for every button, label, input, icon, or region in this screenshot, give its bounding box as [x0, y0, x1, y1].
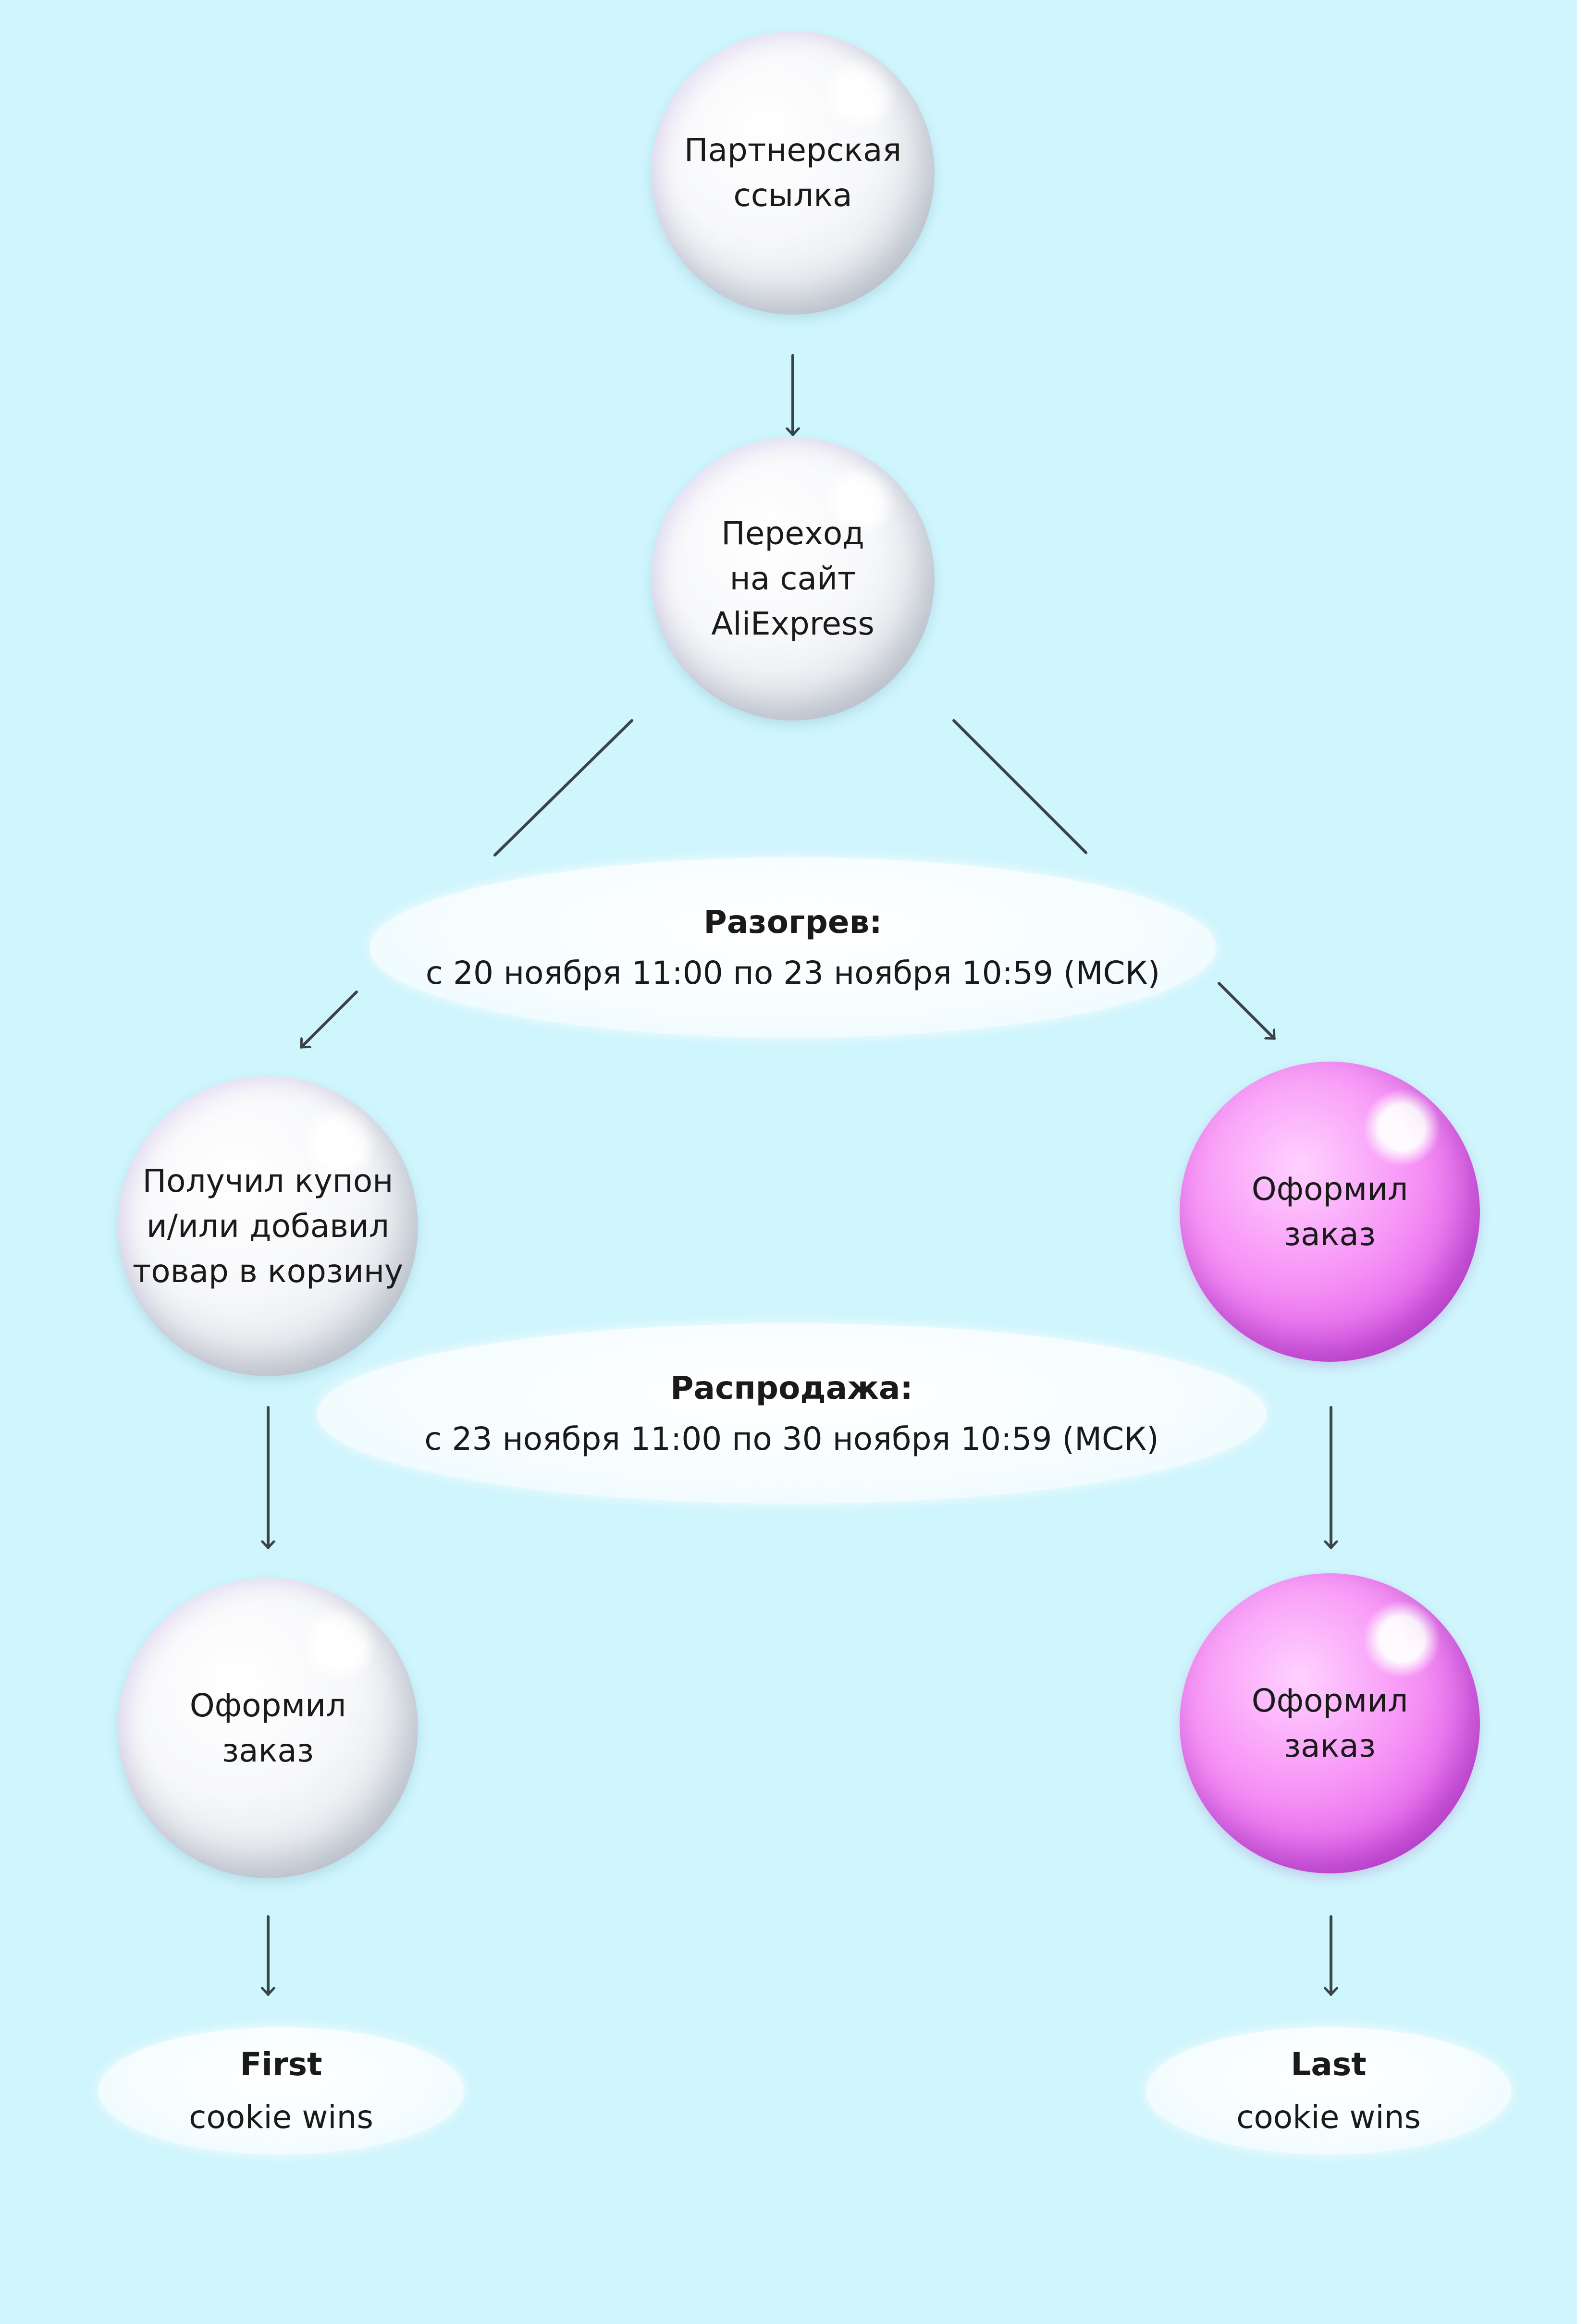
phase-warmup-dates: с 20 ноября 11:00 по 23 ноября 10:59 (МС… — [425, 954, 1160, 991]
arrow-warmup-to-order-right — [1218, 982, 1276, 1040]
node-got-coupon-label: Получил купон и/или добавил товар в корз… — [132, 1162, 404, 1290]
phase-sale: Распродажа: с 23 ноября 11:00 по 30 нояб… — [317, 1323, 1266, 1504]
outcome-first-text: cookie wins — [189, 2098, 373, 2136]
outcome-first-title: First — [240, 2045, 322, 2083]
line-visit-to-warmup-right — [952, 719, 1087, 854]
outcome-first: First cookie wins — [99, 2027, 464, 2154]
outcome-last: Last cookie wins — [1146, 2027, 1511, 2154]
line-visit-to-warmup-left — [493, 719, 633, 856]
arrow-warmup-to-coupon — [300, 991, 358, 1049]
node-partner-link-label: Партнерская ссылка — [684, 132, 902, 214]
node-order-right-bottom-label: Оформил заказ — [1251, 1682, 1408, 1764]
node-order-right-bottom: Оформил заказ — [1180, 1573, 1480, 1873]
outcome-last-title: Last — [1291, 2045, 1367, 2083]
node-order-left-label: Оформил заказ — [189, 1687, 346, 1769]
node-order-right-top-label: Оформил заказ — [1251, 1170, 1408, 1253]
node-visit-site: Переход на сайт AliExpress — [651, 437, 935, 721]
phase-sale-title: Распродажа: — [670, 1369, 913, 1407]
node-got-coupon: Получил купон и/или добавил товар в корз… — [118, 1076, 418, 1376]
phase-warmup: Разогрев: с 20 ноября 11:00 по 23 ноября… — [370, 857, 1216, 1038]
phase-warmup-title: Разогрев: — [703, 903, 882, 941]
phase-sale-dates: с 23 ноября 11:00 по 30 ноября 10:59 (МС… — [424, 1420, 1159, 1457]
node-visit-site-label: Переход на сайт AliExpress — [711, 515, 875, 642]
node-partner-link: Партнерская ссылка — [651, 31, 935, 315]
node-order-left: Оформил заказ — [118, 1578, 418, 1878]
outcome-last-text: cookie wins — [1236, 2098, 1421, 2136]
node-order-right-top: Оформил заказ — [1180, 1062, 1480, 1362]
